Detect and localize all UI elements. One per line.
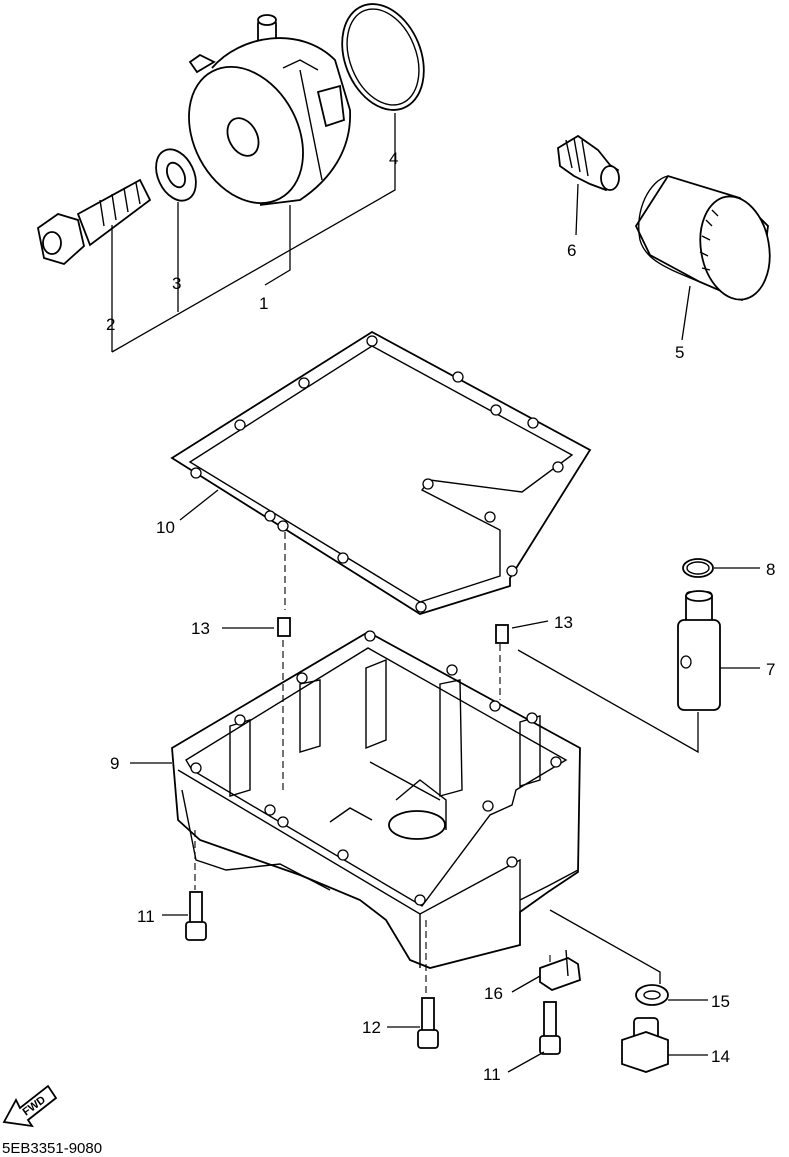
oil-pan-part [171, 630, 581, 969]
callout-14: 14 [711, 1047, 730, 1066]
oil-cooler-part [188, 14, 351, 206]
dowel-pin-left [277, 617, 291, 637]
callout-7: 7 [766, 660, 775, 679]
callout-11-right: 11 [483, 1065, 501, 1084]
callout-11-left: 11 [137, 907, 155, 926]
diagram-code: 5EB3351-9080 [2, 1140, 102, 1157]
callout-4: 4 [389, 149, 398, 168]
bolt-center-part [417, 997, 439, 1049]
gasket-washer-part [635, 984, 669, 1006]
callout-15: 15 [711, 992, 730, 1011]
callout-13-right: 13 [554, 613, 573, 632]
drain-plug-part [621, 1017, 669, 1073]
oil-filter-part [634, 174, 771, 302]
bolt-left-part [185, 891, 207, 941]
callout-9: 9 [110, 754, 119, 773]
o-ring-part [341, 3, 425, 111]
callout-13-left: 13 [191, 619, 210, 638]
relief-valve-part [677, 590, 721, 711]
bolt-right-part [539, 1001, 561, 1055]
callout-2: 2 [106, 315, 115, 334]
callout-8: 8 [766, 560, 775, 579]
callout-10: 10 [156, 518, 175, 537]
oil-pan-gasket-part [170, 330, 592, 615]
dowel-pin-right [495, 624, 509, 644]
union-bolt-part [37, 178, 152, 266]
callout-16: 16 [484, 984, 503, 1003]
fwd-arrow-icon: FWD [2, 1084, 58, 1128]
callout-12: 12 [362, 1018, 381, 1037]
bracket-part [539, 949, 581, 991]
callout-1: 1 [259, 294, 268, 313]
callout-5: 5 [675, 343, 684, 362]
oil-filter-fitting-part [557, 134, 620, 192]
callout-6: 6 [567, 241, 576, 260]
callout-3: 3 [172, 274, 181, 293]
